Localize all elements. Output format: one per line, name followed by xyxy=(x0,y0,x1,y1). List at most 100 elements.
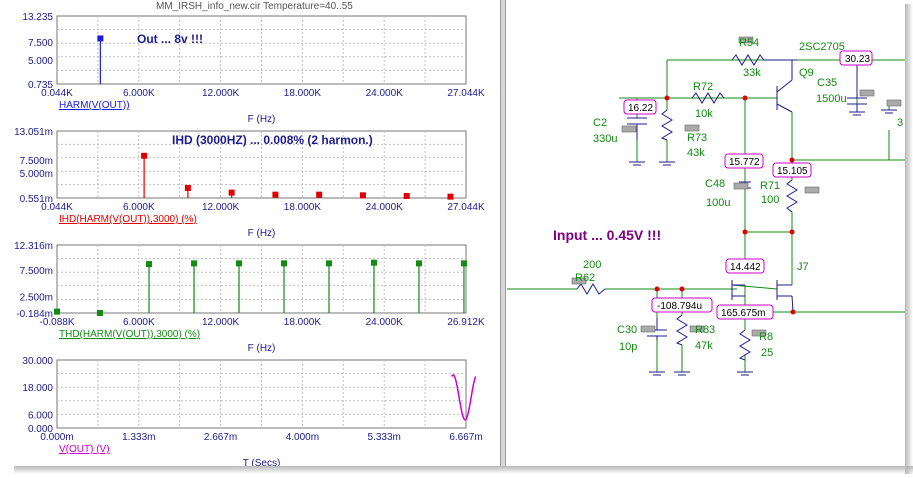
y-tick-label: 7.500m xyxy=(20,266,53,277)
harmonic-marker xyxy=(272,191,279,198)
x-tick-label: 27.044K xyxy=(447,88,485,99)
y-tick-label: 5.000m xyxy=(20,169,53,180)
component-labels: R54 33k 2SC2705 Q9 C35 1500u R72 10k R73… xyxy=(575,37,903,359)
label-c30: C30 xyxy=(617,324,637,336)
x-tick-label: 24.000K xyxy=(366,88,404,99)
input-note: Input ... 0.45V !!! xyxy=(553,227,661,243)
x-tick-label: 12.000K xyxy=(202,317,240,328)
x-tick-label: 24.000K xyxy=(366,317,404,328)
y-tick-label: 0.000 xyxy=(28,424,53,435)
harmonic-marker xyxy=(460,260,467,267)
y-tick-label: 5.000 xyxy=(28,56,53,67)
label-c35: C35 xyxy=(817,77,837,89)
window-shadow-bottom xyxy=(14,466,913,474)
label-r8-value: 25 xyxy=(761,347,773,359)
window-shadow-right xyxy=(905,4,913,474)
x-tick-label: 6.000K xyxy=(123,88,155,99)
label-r83-value: 47k xyxy=(695,340,713,352)
label-cut-right: 3 xyxy=(897,117,903,129)
harmonic-marker xyxy=(359,192,366,199)
label-q9-model: 2SC2705 xyxy=(799,41,845,53)
analysis-plot-pane[interactable]: MM_IRSH_info_new.cir Temperature=40..55 … xyxy=(8,0,501,469)
node-voltage-n5: 14.442 xyxy=(730,262,761,273)
harmonic-marker xyxy=(146,261,153,268)
y-tick-label: 0.735 xyxy=(28,80,53,91)
harmonic-marker xyxy=(54,308,60,315)
x-tick-label: 0.000m xyxy=(40,432,73,443)
label-c48: C48 xyxy=(705,178,725,190)
harmonic-marker xyxy=(280,260,287,267)
harmonic-marker xyxy=(184,184,191,191)
x-tick-label: 5.333m xyxy=(368,432,401,443)
label-r73: R73 xyxy=(687,132,707,144)
schematic-pane[interactable]: 30.23 16.22 15.772 15.105 14.442 -108.79… xyxy=(507,0,905,466)
label-j7: J7 xyxy=(797,261,809,273)
schematic-canvas[interactable]: 30.23 16.22 15.772 15.105 14.442 -108.79… xyxy=(507,0,905,466)
label-r71: R71 xyxy=(760,180,780,192)
y-tick-label: 7.500m xyxy=(20,156,53,167)
node-voltage-n6: -108.794u xyxy=(657,301,702,312)
node-voltage-n3: 15.772 xyxy=(729,157,760,168)
harmonic-marker xyxy=(228,189,235,196)
label-r8: R8 xyxy=(759,331,773,343)
y-tick-label: 2.500m xyxy=(20,293,53,304)
label-c35-value: 1500u xyxy=(816,93,847,105)
node-voltage-n1: 30.23 xyxy=(845,54,870,65)
label-c48-value: 100u xyxy=(706,197,730,209)
label-r72: R72 xyxy=(693,81,713,93)
x-tick-label: 12.000K xyxy=(202,88,240,99)
x-tick-label: 1.333m xyxy=(122,432,155,443)
x-axis-unit: F (Hz) xyxy=(248,228,276,239)
y-tick-label: 7.500 xyxy=(28,38,53,49)
y-tick-label: 13.235 xyxy=(22,12,53,23)
trace-label[interactable]: V(OUT) (V) xyxy=(59,444,110,455)
trace-label[interactable]: IHD(HARM(V(OUT)),3000) (%) xyxy=(59,214,197,225)
label-r72-value: 10k xyxy=(695,108,713,120)
label-r71-value: 100 xyxy=(761,194,779,206)
x-tick-label: 0.044K xyxy=(41,88,73,99)
y-tick-label: -0.184m xyxy=(16,309,53,320)
node-voltage-n2: 16.22 xyxy=(628,103,653,114)
y-tick-label: 18.000 xyxy=(22,383,53,394)
harmonic-marker xyxy=(236,260,243,267)
x-tick-label: 26.912K xyxy=(447,317,485,328)
trace-label[interactable]: HARM(V(OUT)) xyxy=(59,100,130,111)
x-axis-unit: F (Hz) xyxy=(248,343,276,354)
trace-label[interactable]: THD(HARM(V(OUT)),3000) (%) xyxy=(59,329,200,340)
y-tick-label: 0.551m xyxy=(20,194,53,205)
harmonic-marker xyxy=(96,310,103,316)
y-tick-label: 6.000 xyxy=(28,410,53,421)
node-voltage-n4: 15.105 xyxy=(777,166,808,177)
harmonic-marker xyxy=(191,260,198,267)
plot-annotation: IHD (3000HZ) ... 0.008% (2 harmon.) xyxy=(172,133,373,147)
x-tick-label: 6.000K xyxy=(123,202,155,213)
x-tick-label: 0.044K xyxy=(41,202,73,213)
window-title: MM_IRSH_info_new.cir Temperature=40..55 xyxy=(156,1,353,12)
x-tick-label: 18.000K xyxy=(284,202,322,213)
node-voltage-labels: 30.23 16.22 15.772 15.105 14.442 -108.79… xyxy=(623,50,873,320)
x-axis-unit: T (Secs) xyxy=(243,458,281,466)
y-tick-label: 12.316m xyxy=(14,241,53,252)
x-tick-label: 6.667m xyxy=(449,432,482,443)
plot-canvas[interactable]: MM_IRSH_info_new.cir Temperature=40..55 … xyxy=(8,0,500,469)
harmonic-marker xyxy=(447,193,454,200)
plot-thd[interactable]: 12.316m 7.500m 2.500m -0.184m-0.088K 6.000K 1… xyxy=(14,241,485,354)
pane-splitter[interactable] xyxy=(500,0,506,466)
label-c2: C2 xyxy=(593,117,607,129)
x-tick-label: -0.088K xyxy=(39,317,74,328)
label-c30-value: 10p xyxy=(619,341,637,353)
waveform-trace xyxy=(451,374,477,421)
label-r73-value: 43k xyxy=(687,147,705,159)
x-tick-label: 6.000K xyxy=(123,317,155,328)
label-r54-value: 33k xyxy=(743,67,761,79)
x-tick-label: 27.044K xyxy=(447,202,485,213)
harmonic-marker xyxy=(316,191,323,198)
harmonic-marker xyxy=(370,259,377,266)
y-tick-label: 13.051m xyxy=(14,127,53,138)
x-tick-label: 2.667m xyxy=(204,432,237,443)
component-symbols xyxy=(576,54,867,361)
ground-symbols xyxy=(629,109,897,376)
